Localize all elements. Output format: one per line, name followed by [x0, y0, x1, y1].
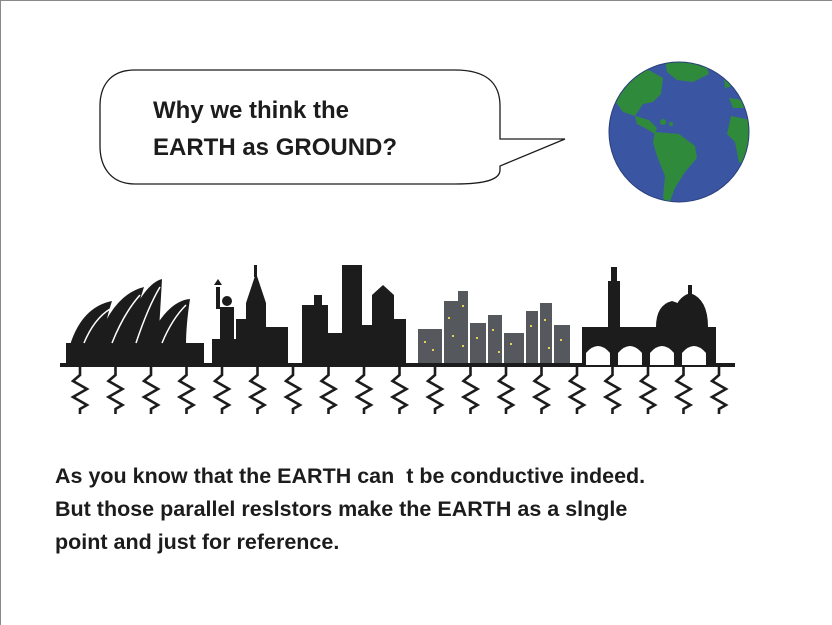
downtown-towers [302, 265, 406, 365]
ground-resistor-icon [141, 367, 161, 414]
ground-resistor-icon [283, 367, 303, 414]
ground-line [60, 363, 735, 367]
ground-resistor-icon [496, 367, 516, 414]
caption-line-1: As you know that the EARTH can t be cond… [55, 464, 646, 488]
earth-globe-icon [608, 61, 750, 203]
caption-line-2: But those parallel reslstors make the EA… [55, 497, 628, 521]
caption-text: As you know that the EARTH can t be cond… [55, 460, 645, 559]
ground-resistors [70, 367, 729, 414]
ground-resistor-icon [389, 367, 410, 414]
ground-resistor-icon [105, 367, 126, 414]
ground-resistor-icon [212, 367, 232, 414]
bubble-line-1: Why we think the [153, 97, 350, 124]
gray-skyline [418, 291, 570, 365]
caption-line-3: point and just for reference. [55, 530, 340, 554]
ground-resistor-icon [247, 367, 268, 414]
speech-bubble [99, 69, 566, 185]
spire-tower [236, 265, 288, 365]
ground-resistor-icon [70, 367, 90, 414]
ground-resistor-icon [354, 367, 374, 414]
city-skyline [60, 265, 735, 414]
ground-resistor-icon [531, 367, 552, 414]
ground-resistor-icon [176, 367, 197, 414]
bubble-question: Why we think the EARTH as GROUND? [153, 92, 397, 166]
ground-resistor-icon [709, 367, 729, 414]
bubble-line-2: EARTH as GROUND? [153, 134, 398, 161]
opera-house-building [66, 279, 204, 365]
ground-resistor-icon [425, 367, 445, 414]
ground-resistor-icon [638, 367, 658, 414]
ground-resistor-icon [318, 367, 339, 414]
ground-resistor-icon [460, 367, 481, 414]
ground-resistor-icon [567, 367, 587, 414]
ground-resistor-icon [673, 367, 694, 414]
ground-resistor-icon [602, 367, 623, 414]
